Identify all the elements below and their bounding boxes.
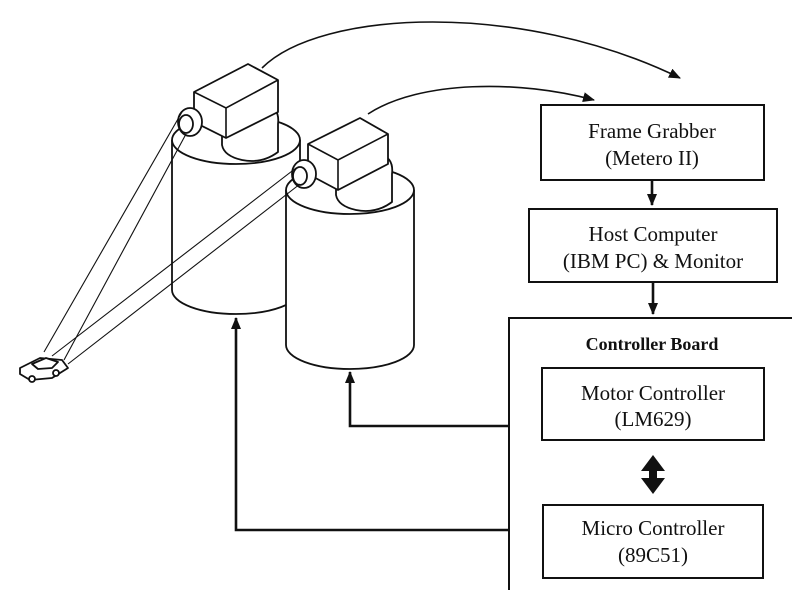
- micro-controller-title: Micro Controller: [582, 516, 725, 540]
- motor-controller-box: [541, 367, 765, 441]
- pan-tilt-base-right: [285, 190, 415, 370]
- host-computer-title: Host Computer: [589, 222, 718, 246]
- micro-controller-subtitle: (89C51): [618, 543, 688, 567]
- frame-grabber-box: [540, 104, 765, 181]
- frame-grabber-subtitle: (Metero II): [605, 146, 699, 170]
- pan-tilt-base-left: [171, 140, 301, 315]
- host-computer-box: [528, 208, 778, 283]
- camera-unit-left: [171, 63, 301, 315]
- bidirectional-arrow: [641, 455, 665, 494]
- camera-unit-right: [285, 117, 415, 370]
- motor-controller-title: Motor Controller: [581, 381, 725, 405]
- controller-board-frame: [508, 317, 792, 590]
- lines-of-sight: [43, 111, 301, 365]
- control-line-left-base: [231, 317, 509, 532]
- controller-board-title: Controller Board: [586, 334, 719, 354]
- video-signal-left: [261, 21, 681, 79]
- video-signal-right: [367, 85, 595, 115]
- target-car: [19, 357, 69, 383]
- host-computer-subtitle: (IBM PC) & Monitor: [563, 249, 743, 273]
- micro-controller-box: [542, 504, 764, 579]
- motor-controller-subtitle: (LM629): [615, 407, 692, 431]
- control-line-right-base: [345, 371, 509, 428]
- frame-grabber-title: Frame Grabber: [588, 119, 716, 143]
